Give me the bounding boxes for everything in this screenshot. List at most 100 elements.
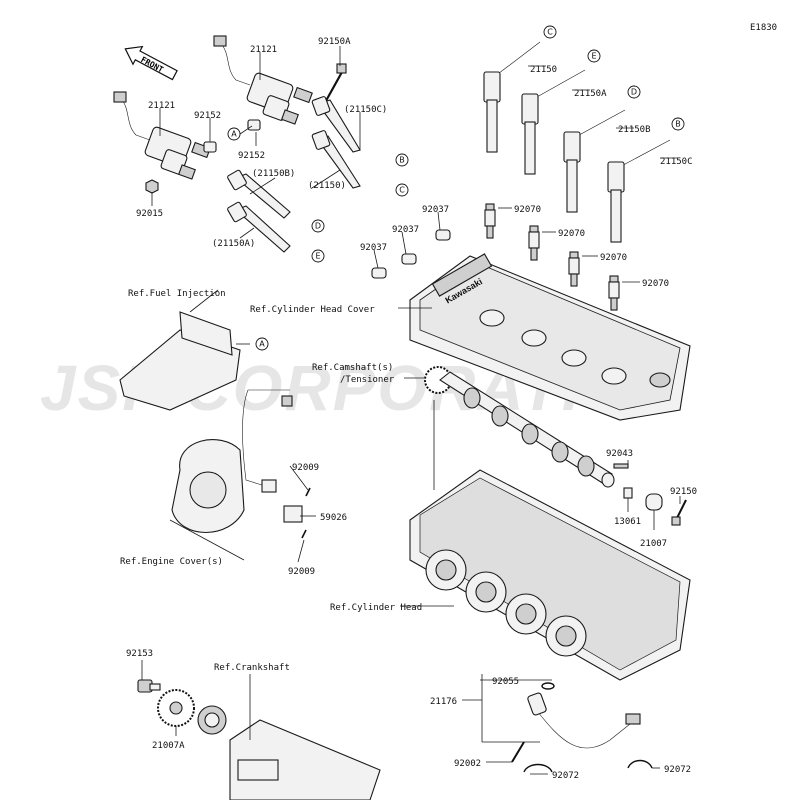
callout-e-text: E	[315, 252, 320, 261]
sleeve-92152-a	[203, 141, 217, 153]
label-21150b-paren: (21150B)	[252, 169, 295, 179]
label-92150: 92150	[670, 487, 697, 497]
ignition-coil-left	[113, 91, 211, 180]
label-92037-c: 92037	[360, 243, 387, 253]
bolt-92150	[671, 499, 687, 526]
clamp-92072-b	[627, 759, 653, 769]
bolt-92002	[511, 741, 525, 763]
callout-b-coil: B	[395, 153, 409, 167]
callout-d-text: D	[315, 222, 321, 231]
part-13061	[623, 487, 633, 499]
clamp-92037-a	[435, 229, 451, 241]
label-92043: 92043	[606, 449, 633, 459]
callout-b-cap: B	[671, 117, 685, 131]
label-21007: 21007	[640, 539, 667, 549]
callout-a-bracket-text: A	[259, 340, 265, 349]
callout-b-cap-text: B	[675, 120, 681, 129]
label-59026: 59026	[320, 513, 347, 523]
clamp-92072-a	[523, 763, 553, 773]
ref-camshaft-line2: /Tensioner	[340, 375, 395, 385]
label-92009-a: 92009	[292, 463, 319, 473]
callout-c-cap: C	[543, 25, 557, 39]
ref-cylinder-head: Ref.Cylinder Head	[330, 603, 422, 613]
callout-c-coil: C	[395, 183, 409, 197]
label-92072-b: 92072	[664, 765, 691, 775]
ref-crankshaft: Ref.Crankshaft	[214, 663, 290, 673]
label-92070-d: 92070	[642, 279, 669, 289]
label-21150c-paren: (21150C)	[344, 105, 387, 115]
callout-a-text: A	[231, 130, 237, 139]
nut-92015	[145, 179, 159, 194]
callout-e-coil: E	[311, 249, 325, 263]
callout-a-bracket: A	[255, 337, 269, 351]
label-21150-paren: (21150)	[308, 181, 346, 191]
front-arrow-icon: FRONT	[124, 45, 178, 81]
spark-plug-92070-b	[528, 225, 540, 261]
spark-plug-92070-d	[608, 275, 620, 311]
ref-camshaft-line1: Ref.Camshaft(s)	[312, 363, 393, 373]
plug-boot-21150b-paren	[227, 169, 291, 219]
camshaft	[424, 366, 615, 488]
plug-cap-21150c	[607, 139, 671, 243]
callout-a-coil: A	[227, 125, 253, 141]
pin-92043	[613, 463, 629, 469]
ref-fuel-injection: Ref.Fuel Injection	[128, 289, 226, 299]
callout-c-cap-text: C	[547, 28, 553, 37]
bolt-92153	[137, 679, 161, 693]
label-21121-left: 21121	[148, 101, 175, 111]
label-92070-c: 92070	[600, 253, 627, 263]
crankshaft	[197, 705, 381, 800]
label-92015: 92015	[136, 209, 163, 219]
label-92055: 92055	[492, 677, 519, 687]
callout-d-coil: D	[311, 219, 325, 233]
label-92002: 92002	[454, 759, 481, 769]
label-21150a: 21150A	[574, 89, 607, 99]
callout-e-cap-text: E	[591, 52, 596, 61]
ref-cylinder-head-cover: Ref.Cylinder Head Cover	[250, 305, 375, 315]
label-21007a: 21007A	[152, 741, 185, 751]
sleeve-92152-b	[247, 119, 261, 131]
engine-cover-pickup	[171, 389, 303, 533]
plug-boot-21150-paren	[311, 130, 361, 189]
label-21150: 21150	[530, 65, 557, 75]
label-92009-b: 92009	[288, 567, 315, 577]
label-13061: 13061	[614, 517, 641, 527]
cylinder-head-cover: Kawasaki	[409, 253, 691, 421]
label-92072-a: 92072	[552, 771, 579, 781]
diagram-code: E1830	[750, 23, 777, 33]
clamp-92037-b	[401, 253, 417, 265]
callout-e-cap: E	[587, 49, 601, 63]
label-92070-a: 92070	[514, 205, 541, 215]
label-92037-b: 92037	[392, 225, 419, 235]
o-ring-92055	[541, 682, 555, 690]
spark-plug-92070-c	[568, 251, 580, 287]
label-92070-b: 92070	[558, 229, 585, 239]
sensor-21176	[527, 692, 641, 749]
label-21150c: 21150C	[660, 157, 693, 167]
callout-d-cap-text: D	[631, 88, 637, 97]
cylinder-head	[409, 469, 691, 681]
ignition-coil-top	[213, 35, 313, 125]
label-92037-a: 92037	[422, 205, 449, 215]
part-21007	[645, 493, 663, 511]
plug-boot-21150a-paren	[227, 201, 291, 253]
plug-cap-21150	[483, 41, 541, 153]
ref-engine-cover: Ref.Engine Cover(s)	[120, 557, 223, 567]
screw-92009-b	[301, 529, 307, 539]
label-92152-top: 92152	[194, 111, 221, 121]
spark-plug-92070-a	[484, 203, 496, 239]
label-21176: 21176	[430, 697, 457, 707]
label-21150b: 21150B	[618, 125, 651, 135]
label-21121-top: 21121	[250, 45, 277, 55]
plug-cap-21150b	[563, 109, 626, 213]
leader-lines	[141, 46, 681, 775]
fuel-injection-bracket	[119, 311, 241, 411]
screw-92009-a	[305, 487, 311, 497]
callout-d-cap: D	[627, 85, 641, 99]
label-92150a: 92150A	[318, 37, 351, 47]
callout-b-text: B	[399, 156, 405, 165]
timing-rotor-21007a	[157, 689, 195, 727]
callout-c-text: C	[399, 186, 405, 195]
